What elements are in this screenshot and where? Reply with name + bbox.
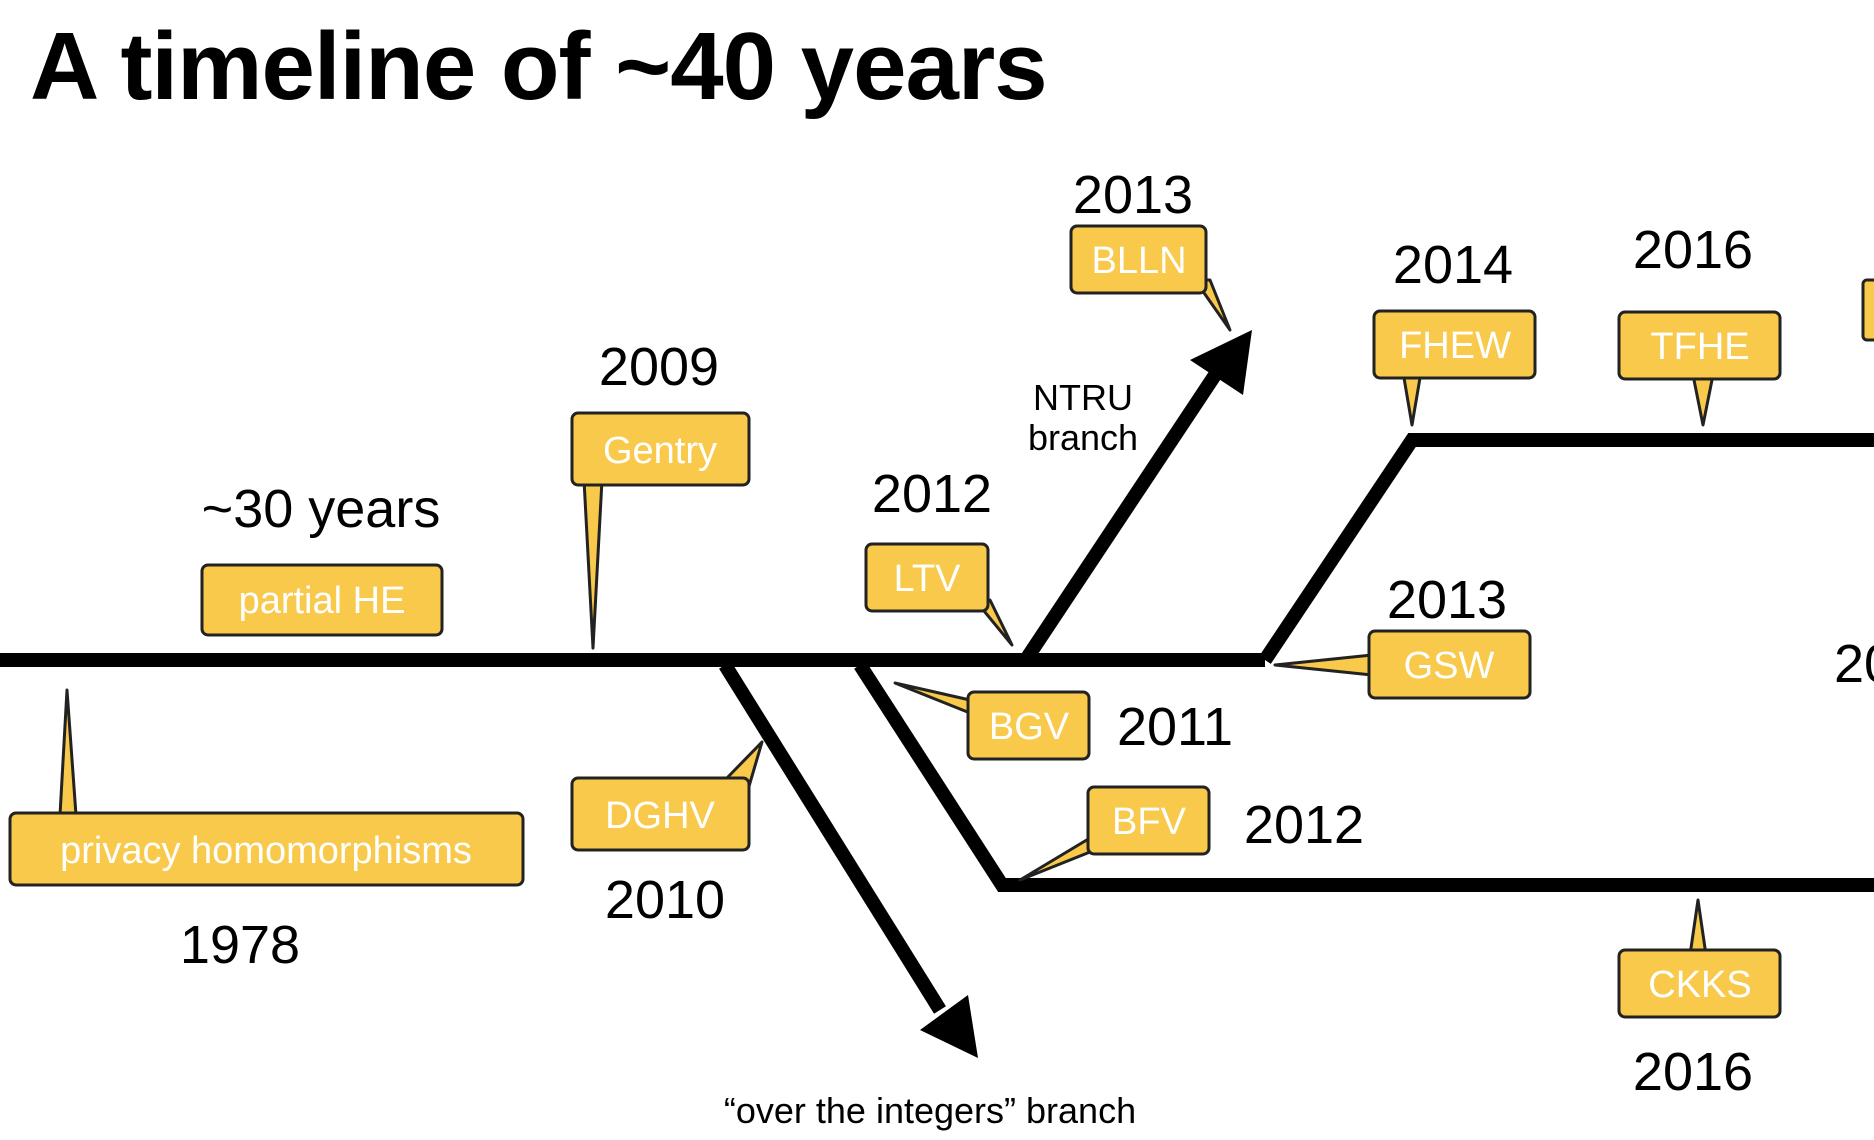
gentry-label: Gentry: [603, 430, 717, 472]
tfhe-label: TFHE: [1650, 326, 1749, 368]
gsw-tag: GSW: [1273, 629, 1532, 700]
ntru-branch-arrow-line: [1021, 356, 1231, 662]
year-2011: 2011: [1117, 697, 1233, 757]
fhew-tag: FHEW: [1372, 309, 1537, 427]
ltv-label: LTV: [894, 558, 962, 600]
year-cut-off: 20: [1834, 634, 1874, 694]
ntru-branch-label-line1: NTRU: [1033, 377, 1133, 418]
integers-branch-arrowhead: [920, 995, 978, 1058]
year-2016-ckks: 2016: [1633, 1042, 1753, 1102]
integers-branch-label: “over the integers” branch: [724, 1090, 1136, 1131]
year-2010: 2010: [605, 870, 725, 930]
ntru-branch-arrowhead: [1190, 330, 1252, 395]
bgv-branch-line: [854, 661, 1874, 892]
year-2013-blln: 2013: [1073, 165, 1193, 225]
gsw-branch-line: [1259, 433, 1874, 664]
year-2009: 2009: [599, 337, 719, 397]
year-2016-tfhe: 2016: [1633, 220, 1753, 280]
year-2013-gsw: 2013: [1387, 570, 1507, 630]
year-ltv-2012: 2012: [872, 464, 992, 524]
bfv-tag: BFV: [1018, 785, 1211, 882]
partial-he-tag: partial HE: [200, 563, 444, 637]
integers-branch-arrow-line: [719, 661, 946, 1014]
blln-label: BLLN: [1091, 240, 1186, 282]
year-bfv-2012: 2012: [1244, 795, 1364, 855]
blln-tag: BLLN: [1069, 224, 1232, 332]
privacy-homomorphisms-tag: privacy homomorphisms: [8, 688, 525, 887]
ltv-tag: LTV: [864, 542, 1014, 647]
year-1978: 1978: [180, 915, 300, 975]
ckks-label: CKKS: [1648, 964, 1751, 1006]
partial-he-label: partial HE: [239, 580, 406, 622]
ntru-branch-label-line2: branch: [1028, 417, 1138, 458]
dghv-tag: DGHV: [570, 740, 764, 852]
gentry-tag: Gentry: [570, 411, 751, 650]
bgv-tag: BGV: [893, 681, 1091, 761]
bgv-label: BGV: [989, 706, 1070, 748]
tfhe-tag: TFHE: [1617, 310, 1782, 427]
privacy-homomorphisms-label: privacy homomorphisms: [60, 830, 472, 872]
year-2014: 2014: [1393, 235, 1513, 295]
ckks-tag: CKKS: [1617, 898, 1782, 1019]
thirty-years-note: ~30 years: [202, 479, 441, 539]
fhew-label: FHEW: [1399, 325, 1511, 367]
gsw-label: GSW: [1404, 645, 1495, 687]
dghv-label: DGHV: [605, 795, 715, 837]
cut-off-tag: [1861, 278, 1874, 342]
bfv-label: BFV: [1112, 801, 1187, 843]
page-title: A timeline of ~40 years: [30, 13, 1048, 120]
